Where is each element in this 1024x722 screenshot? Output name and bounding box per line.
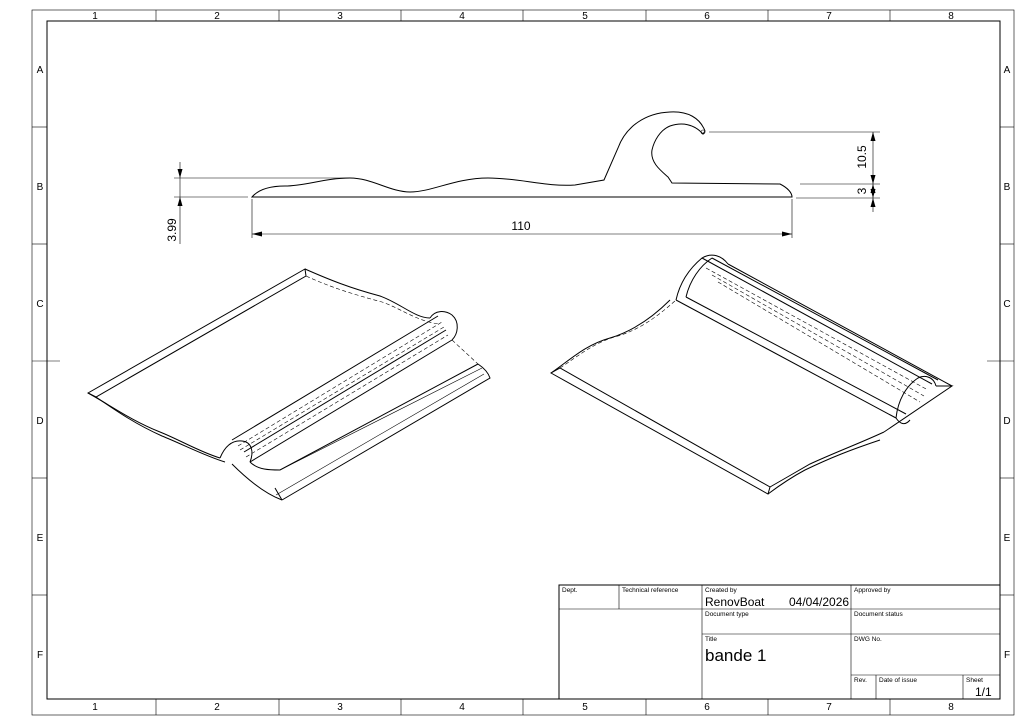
- col-label: 7: [826, 11, 832, 22]
- row-label: D: [36, 416, 43, 427]
- profile-outline: [250, 111, 793, 198]
- rev-label: Rev.: [854, 677, 867, 684]
- zone-labels-left: A B C D E F: [36, 65, 43, 661]
- date-value: 04/04/2026: [789, 595, 849, 609]
- sheet-value: 1/1: [975, 685, 992, 699]
- zone-labels-top: 1 2 3 4 5 6 7 8: [92, 11, 954, 22]
- row-label: C: [36, 299, 43, 310]
- tech-ref-label: Technical reference: [622, 587, 679, 594]
- row-label: D: [1003, 416, 1010, 427]
- isometric-view-right: [549, 254, 954, 495]
- created-by-value: RenovBoat: [705, 595, 765, 609]
- title-value: bande 1: [705, 646, 766, 665]
- col-label: 5: [582, 702, 588, 713]
- col-label: 8: [948, 702, 954, 713]
- sheet-label: Sheet: [966, 677, 983, 684]
- doc-type-label: Document type: [705, 611, 749, 618]
- title-block: Dept. Technical reference Created by Ren…: [558, 584, 1001, 700]
- col-label: 4: [459, 702, 465, 713]
- col-label: 7: [826, 702, 832, 713]
- row-label: E: [1004, 533, 1011, 544]
- zone-ticks: [32, 10, 1014, 715]
- dimension-hook-height: 10.5 3: [709, 131, 880, 212]
- doc-status-label: Document status: [854, 611, 904, 618]
- col-label: 3: [337, 702, 343, 713]
- zone-labels-right: A B C D E F: [1003, 65, 1010, 661]
- dept-label: Dept.: [562, 587, 578, 594]
- dwg-no-label: DWG No.: [854, 636, 882, 643]
- dimension-width: 110: [251, 199, 793, 238]
- col-label: 1: [92, 11, 98, 22]
- approved-by-label: Approved by: [854, 587, 891, 594]
- dim-wave-height-label: 3.99: [165, 218, 179, 242]
- created-by-label: Created by: [705, 587, 738, 594]
- col-label: 5: [582, 11, 588, 22]
- col-label: 2: [214, 702, 220, 713]
- date-of-issue-label: Date of issue: [879, 677, 917, 684]
- col-label: 3: [337, 11, 343, 22]
- col-label: 1: [92, 702, 98, 713]
- dim-width-label: 110: [511, 219, 530, 233]
- dim-hook-height-label: 10.5: [855, 145, 869, 169]
- col-label: 2: [214, 11, 220, 22]
- row-label: E: [37, 533, 44, 544]
- col-label: 4: [459, 11, 465, 22]
- row-label: A: [1004, 65, 1011, 76]
- row-label: C: [1003, 299, 1010, 310]
- row-label: F: [1004, 650, 1010, 661]
- row-label: B: [37, 182, 44, 193]
- col-label: 6: [704, 702, 710, 713]
- row-label: F: [37, 650, 43, 661]
- row-label: B: [1004, 182, 1011, 193]
- dimension-wave-height: 3.99: [165, 162, 350, 244]
- drawing-frame: [46, 20, 1001, 700]
- col-label: 6: [704, 11, 710, 22]
- zone-labels-bottom: 1 2 3 4 5 6 7 8: [92, 702, 954, 713]
- isometric-view-left: [86, 268, 491, 501]
- row-label: A: [37, 65, 44, 76]
- section-profile-view: 110 10.5 3 3.99: [165, 111, 880, 244]
- hook-tip: [700, 129, 706, 135]
- dim-thickness-label: 3: [855, 187, 869, 194]
- col-label: 8: [948, 11, 954, 22]
- title-label: Title: [705, 636, 717, 643]
